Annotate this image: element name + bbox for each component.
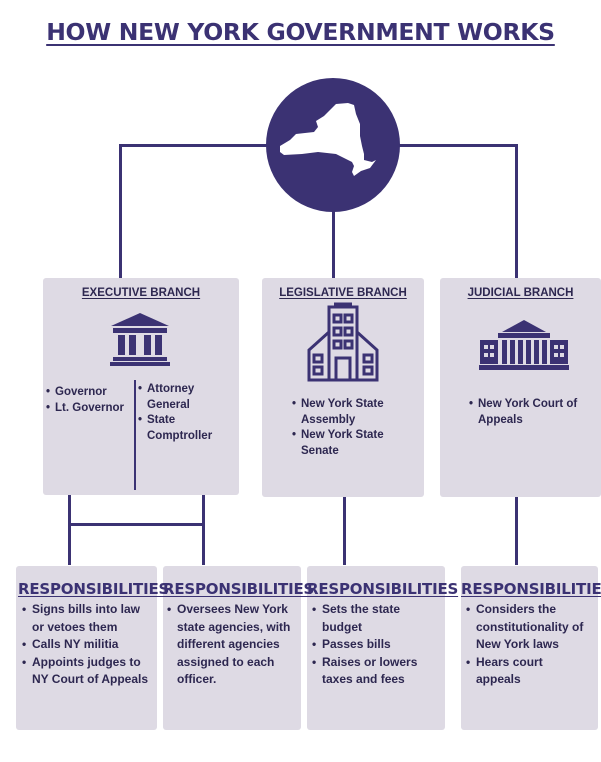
capitol-building-icon bbox=[307, 302, 379, 382]
executive-branch-title: EXECUTIVE BRANCH bbox=[81, 287, 201, 299]
responsibilities-title: RESPONSIBILITIES bbox=[307, 580, 459, 598]
executive-right-list: Attorney General State Comptroller bbox=[138, 382, 228, 444]
connector-jud-vertical bbox=[515, 144, 518, 279]
connector-exec-left-down bbox=[68, 495, 71, 565]
executive-branch-box: EXECUTIVE BRANCH Governor Lt. Governor A… bbox=[43, 278, 239, 495]
legislative-branch-box: LEGISLATIVE BRANCH New York St bbox=[262, 278, 424, 497]
legislative-list: New York State Assembly New York State S… bbox=[292, 397, 412, 459]
responsibilities-list-officers: Oversees New York state agencies, with d… bbox=[167, 601, 301, 689]
responsibilities-list-legislative: Sets the state budget Passes bills Raise… bbox=[312, 601, 440, 689]
executive-left-list: Governor Lt. Governor bbox=[46, 385, 136, 416]
page-title: HOW NEW YORK GOVERNMENT WORKS bbox=[46, 18, 555, 46]
list-item: Signs bills into law or vetoes them bbox=[22, 601, 150, 636]
connector-jud-down bbox=[515, 497, 518, 565]
executive-divider bbox=[134, 380, 136, 490]
connector-top-right bbox=[398, 144, 518, 147]
list-item: Oversees New York state agencies, with d… bbox=[167, 601, 301, 689]
list-item: New York State Assembly bbox=[292, 397, 412, 428]
list-item: Lt. Governor bbox=[46, 401, 136, 417]
list-item: Calls NY militia bbox=[22, 636, 150, 654]
responsibilities-title: RESPONSIBILITIES bbox=[163, 580, 315, 598]
list-item: Considers the constitutionality of New Y… bbox=[466, 601, 586, 654]
list-item: New York State Senate bbox=[292, 428, 412, 459]
list-item: Passes bills bbox=[312, 636, 440, 654]
connector-top-left bbox=[120, 144, 268, 147]
connector-exec-right-down bbox=[202, 495, 205, 565]
new-york-state-map-icon bbox=[266, 78, 400, 212]
responsibilities-title: RESPONSIBILITIES bbox=[461, 580, 601, 598]
list-item: Governor bbox=[46, 385, 136, 401]
list-item: Raises or lowers taxes and fees bbox=[312, 654, 440, 689]
legislative-branch-title: LEGISLATIVE BRANCH bbox=[279, 287, 407, 299]
list-item: Sets the state budget bbox=[312, 601, 440, 636]
list-item: New York Court of Appeals bbox=[469, 397, 589, 428]
responsibilities-title: RESPONSIBILITIES bbox=[18, 580, 170, 598]
government-building-icon bbox=[110, 313, 170, 366]
list-item: Attorney General bbox=[138, 382, 228, 413]
connector-leg-vertical bbox=[332, 205, 335, 279]
connector-leg-down bbox=[343, 497, 346, 565]
responsibilities-list-governor: Signs bills into law or vetoes them Call… bbox=[22, 601, 150, 689]
responsibilities-list-judicial: Considers the constitutionality of New Y… bbox=[466, 601, 586, 689]
judicial-branch-title: JUDICIAL BRANCH bbox=[467, 287, 574, 299]
list-item: Hears court appeals bbox=[466, 654, 586, 689]
connector-exec-horizontal bbox=[68, 523, 205, 526]
courthouse-icon bbox=[479, 320, 569, 370]
judicial-list: New York Court of Appeals bbox=[469, 397, 589, 428]
connector-exec-vertical bbox=[119, 144, 122, 279]
list-item: Appoints judges to NY Court of Appeals bbox=[22, 654, 150, 689]
judicial-branch-box: JUDICIAL BRANCH New York Court of Appeal… bbox=[440, 278, 601, 497]
list-item: State Comptroller bbox=[138, 413, 228, 444]
